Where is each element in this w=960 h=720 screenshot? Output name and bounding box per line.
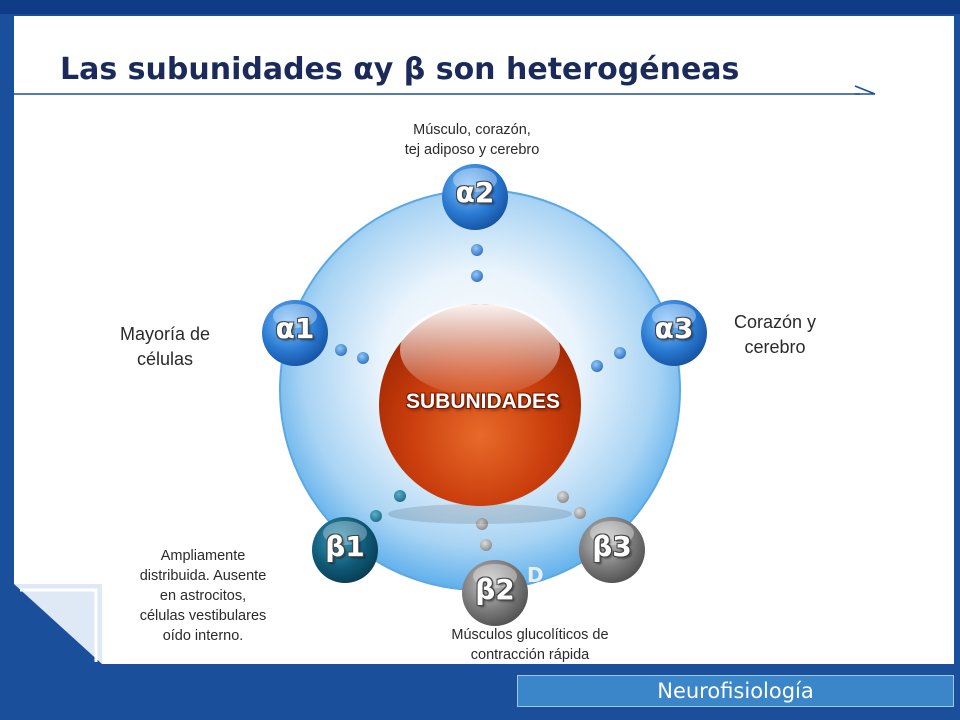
node-label-beta2: β2 bbox=[475, 573, 515, 606]
node-label-alpha1: α1 bbox=[275, 312, 315, 345]
node-label-alpha3: α3 bbox=[654, 312, 694, 345]
node-beta3 bbox=[579, 517, 645, 583]
desc-alpha1: Mayoría de células bbox=[119, 324, 211, 369]
desc-alpha2: Músculo, corazón, tej adiposo y cerebro bbox=[404, 122, 540, 158]
desc-alpha3: Corazón y cerebro bbox=[733, 312, 817, 357]
footer-bar bbox=[517, 675, 954, 707]
ghost-letter: D bbox=[527, 563, 544, 587]
desc-beta2: Músculos glucolíticos de contracción ráp… bbox=[451, 627, 609, 663]
node-alpha1 bbox=[262, 300, 328, 366]
node-label-beta3: β3 bbox=[592, 530, 632, 563]
node-label-beta1: β1 bbox=[325, 530, 365, 563]
desc-beta1: Ampliamente distribuida. Ausente en astr… bbox=[139, 548, 267, 644]
connector-dots bbox=[335, 244, 626, 551]
node-alpha3 bbox=[641, 300, 707, 366]
center-sphere bbox=[379, 304, 581, 524]
node-label-alpha2: α2 bbox=[455, 176, 495, 209]
slide-title: Las subunidades αy β son heterogéneas bbox=[60, 52, 740, 87]
footer-label: Neurofisiología bbox=[657, 679, 814, 703]
center-label: SUBUNIDADES bbox=[405, 390, 560, 413]
node-beta2 bbox=[462, 560, 528, 626]
node-alpha2 bbox=[442, 164, 508, 230]
node-beta1 bbox=[312, 517, 378, 583]
